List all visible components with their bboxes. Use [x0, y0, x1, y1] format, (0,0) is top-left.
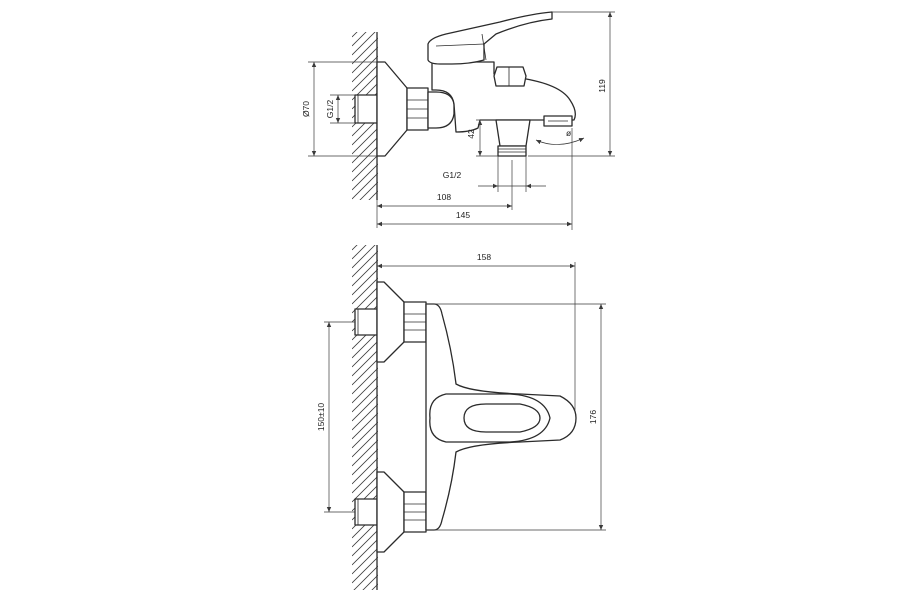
- lever-grip-top: [463, 403, 541, 433]
- dim-escutcheon-diameter: Ø70: [301, 61, 377, 157]
- wall-hatch-line: [352, 385, 378, 413]
- dim-outlet-thread-label: G1/2: [443, 170, 462, 180]
- wall-hatch-line: [352, 127, 378, 155]
- dim-to-outlet-label: 108: [437, 192, 451, 202]
- upper-inlet-assembly: [354, 281, 427, 363]
- spout-angle-label: ø: [566, 128, 571, 138]
- wall-hatch-line: [359, 181, 378, 200]
- dim-outlet-drop: 42: [466, 119, 498, 157]
- wall-hatch-line: [352, 245, 376, 269]
- wall-hatch-line: [368, 190, 378, 200]
- inlet-stub-side: [354, 94, 378, 124]
- wall-hatch-line: [352, 457, 378, 485]
- wall-hatch-line: [352, 430, 378, 458]
- escutcheon-side: [376, 61, 408, 157]
- lower-inlet-assembly: [354, 471, 427, 553]
- dim-inlet-thread-label: G1/2: [325, 100, 335, 119]
- wall-hatch-line: [352, 448, 378, 476]
- dim-height: 119: [528, 11, 615, 157]
- wall-bottom: [352, 215, 378, 600]
- side-view: ø Ø70 G1/2 119 42: [301, 2, 615, 235]
- dim-width-total-label: 145: [456, 210, 470, 220]
- wall-hatch-line: [352, 439, 378, 467]
- wall-hatch-line: [352, 556, 378, 584]
- diverter-knob-side: [493, 66, 527, 87]
- wall-hatch-line: [371, 583, 378, 590]
- dim-width-top: 158: [377, 252, 576, 410]
- wall-hatch-line: [352, 209, 378, 235]
- wall-hatch-line: [352, 349, 378, 377]
- dim-height-label: 119: [597, 79, 607, 93]
- wall-hatch-line: [352, 32, 367, 47]
- dim-depth-top: 176: [426, 303, 606, 531]
- shower-outlet-side: [495, 119, 531, 157]
- wall-hatch-line: [352, 37, 378, 65]
- wall-hatch-line: [352, 250, 378, 278]
- s-connector-side: [427, 91, 455, 129]
- wall-hatch-line: [352, 538, 378, 566]
- hex-nut-side: [406, 87, 429, 131]
- dim-outlet-drop-label: 42: [466, 129, 476, 139]
- dim-centres-top: 150±10: [316, 321, 355, 513]
- wall-hatch-line: [352, 547, 378, 575]
- dim-width-top-label: 158: [477, 252, 491, 262]
- wall-hatch-line: [352, 259, 378, 287]
- aerator-side: [543, 115, 573, 127]
- wall-hatch-line: [352, 376, 378, 404]
- wall-hatch-line: [352, 32, 376, 56]
- lever-handle-side: [427, 11, 553, 65]
- wall-hatch-line: [377, 199, 378, 200]
- wall-hatch-line: [352, 136, 378, 164]
- dim-centres-label: 150±10: [316, 403, 326, 432]
- top-view: 158 176 150±10: [316, 215, 606, 600]
- wall-hatch-line: [352, 55, 378, 83]
- spout-swivel-arc: [535, 137, 585, 145]
- dim-escutcheon-label: Ø70: [301, 101, 311, 117]
- wall-hatch-line: [352, 268, 378, 296]
- dim-outlet-thread: G1/2: [443, 156, 546, 192]
- wall-hatch-line: [352, 215, 378, 241]
- wall-hatch-line: [352, 46, 378, 74]
- dim-width-total: 145: [377, 128, 573, 230]
- wall-hatch-line: [352, 358, 378, 386]
- wall-hatch-line: [352, 245, 367, 260]
- wall-hatch-line: [352, 2, 378, 28]
- dim-depth-top-label: 176: [588, 410, 598, 424]
- wall-hatch-line: [352, 421, 378, 449]
- wall-hatch-line: [352, 163, 378, 191]
- wall-hatch-line: [352, 145, 378, 173]
- dim-inlet-thread: G1/2: [325, 94, 355, 124]
- wall-hatch-line: [352, 245, 358, 251]
- wall-hatch-line: [352, 64, 378, 92]
- wall-hatch-line: [352, 340, 378, 368]
- wall-hatch-line: [352, 367, 378, 395]
- wall-hatch-line: [352, 403, 378, 431]
- wall-hatch-line: [352, 475, 378, 503]
- wall-hatch-line: [352, 593, 378, 600]
- wall-hatch-line: [352, 154, 378, 182]
- wall-hatch-line: [352, 277, 378, 305]
- wall-hatch-line: [352, 32, 358, 38]
- wall-hatch-line: [352, 466, 378, 494]
- wall-hatch-line: [352, 529, 378, 557]
- wall-hatch-line: [352, 394, 378, 422]
- wall-hatch-line: [353, 565, 378, 590]
- wall-hatch-line: [352, 172, 378, 200]
- wall-hatch-line: [352, 331, 378, 359]
- wall-hatch-line: [362, 574, 378, 590]
- wall-hatch-line: [352, 412, 378, 440]
